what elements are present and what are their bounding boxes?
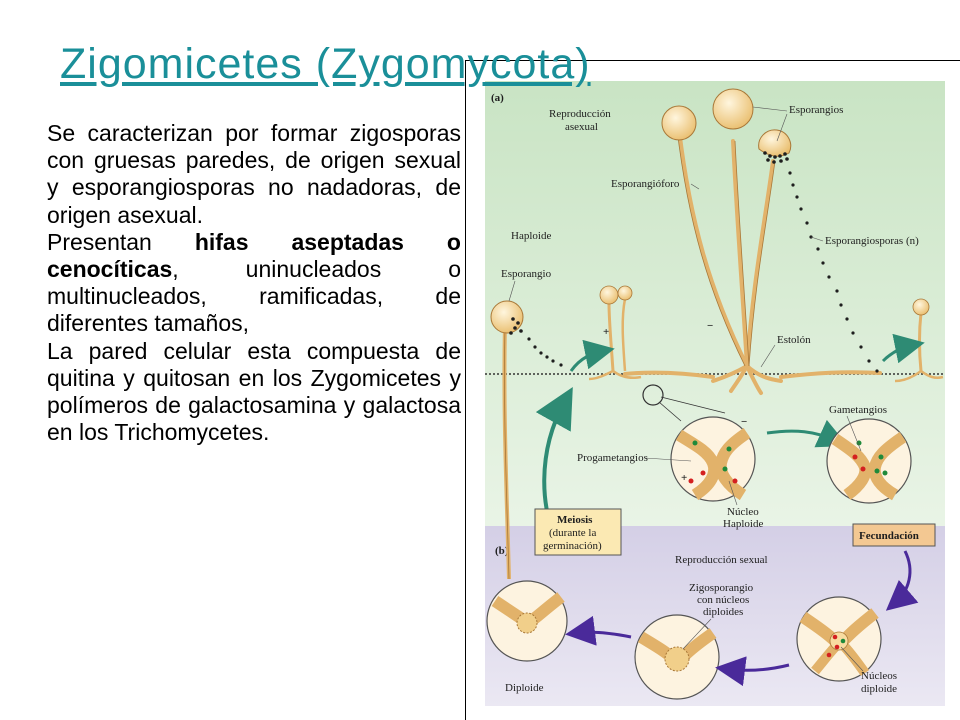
label-diploide: Diploide xyxy=(505,682,544,694)
label-reproduccion-asexual-2: asexual xyxy=(565,121,598,133)
magnifier-line xyxy=(658,401,682,422)
fecundacion-box: Fecundación xyxy=(852,523,936,547)
diploid-circle xyxy=(486,580,568,662)
meiosis-label-3: germinación) xyxy=(543,540,602,552)
vertical-divider-line xyxy=(465,60,466,720)
top-divider-line xyxy=(465,60,960,61)
arrow-mycelium-to-plant xyxy=(881,333,925,364)
small-sporangiophore-left xyxy=(588,285,642,381)
label-nucleo-2: Haploide xyxy=(723,518,763,530)
label-zigosporangio-2: con núcleos xyxy=(697,594,749,606)
meiosis-label-1: Meiosis xyxy=(557,514,593,526)
germination-sporangiophore xyxy=(490,300,524,580)
meiosis-label-2: (durante la xyxy=(549,527,596,539)
label-nucleos-1: Núcleos xyxy=(861,670,897,682)
plasmogamy-circle xyxy=(796,596,882,682)
sporangium-large xyxy=(712,88,754,130)
arrow-to-gametangia xyxy=(766,419,848,448)
panel-a-label: (a) xyxy=(491,92,504,104)
paragraph-pared-celular: La pared celular esta compuesta de quiti… xyxy=(47,337,461,446)
plus-mark-2: + xyxy=(681,472,687,484)
fecundacion-label: Fecundación xyxy=(859,530,919,542)
label-zigosporangio-3: diploides xyxy=(703,606,743,618)
label-esporangio: Esporangio xyxy=(501,268,552,280)
arrow-to-zygosporangium xyxy=(715,656,790,687)
bold-hifas-aseptadas: hifas aseptadas o cenocíticas xyxy=(47,228,461,283)
panel-b-label: (b) xyxy=(495,545,509,557)
sporangiophore-outline xyxy=(676,128,776,367)
sporangiospore-dots xyxy=(763,151,879,373)
label-esporangios: Esporangios xyxy=(789,104,843,116)
meiosis-box: Meiosis (durante la germinación) xyxy=(534,508,622,556)
paragraph-hifas: Presentan hifas aseptadas o cenocíticas,… xyxy=(47,228,461,337)
label-nucleos-2: diploide xyxy=(861,683,897,695)
progametangia-circle xyxy=(670,416,756,502)
label-reproduccion-sexual: Reproducción sexual xyxy=(675,554,768,566)
sporangium-mid xyxy=(661,105,697,141)
arrow-fecundacion-down xyxy=(885,550,919,611)
label-nucleo-1: Núcleo xyxy=(727,506,759,518)
label-progametangios: Progametangios xyxy=(577,452,648,464)
label-haploide: Haploide xyxy=(511,230,551,242)
sporangiophore-cluster xyxy=(623,127,882,395)
zygosporangium-circle xyxy=(634,614,720,700)
label-esporangiosporas: Esporangiosporas (n) xyxy=(825,235,919,247)
germination-spore-dots xyxy=(509,317,563,367)
body-text: Se caracterizan por formar zigosporas co… xyxy=(47,120,461,446)
label-zigosporangio-1: Zigosporangio xyxy=(689,582,754,594)
minus-mark-1: − xyxy=(707,320,713,332)
arrow-to-diploid xyxy=(565,615,632,646)
arrow-spores-to-mycelium xyxy=(569,339,615,372)
paragraph-zigosporas: Se caracterizan por formar zigosporas co… xyxy=(47,120,461,228)
label-esporangioforo: Esporangióforo xyxy=(611,178,680,190)
magnifier-source xyxy=(642,384,664,406)
life-cycle-diagram: (a) (b) xyxy=(485,81,945,706)
magnifier-line-2 xyxy=(660,396,726,414)
minus-mark-2: − xyxy=(741,416,747,428)
gametangia-circle xyxy=(826,418,912,504)
label-estolon: Estolón xyxy=(777,334,811,346)
slide-title[interactable]: Zigomicetes (Zygomycota) xyxy=(60,40,591,88)
label-reproduccion-asexual-1: Reproducción xyxy=(549,108,611,120)
label-gametangios: Gametangios xyxy=(829,404,887,416)
plus-mark-1: + xyxy=(603,326,609,338)
